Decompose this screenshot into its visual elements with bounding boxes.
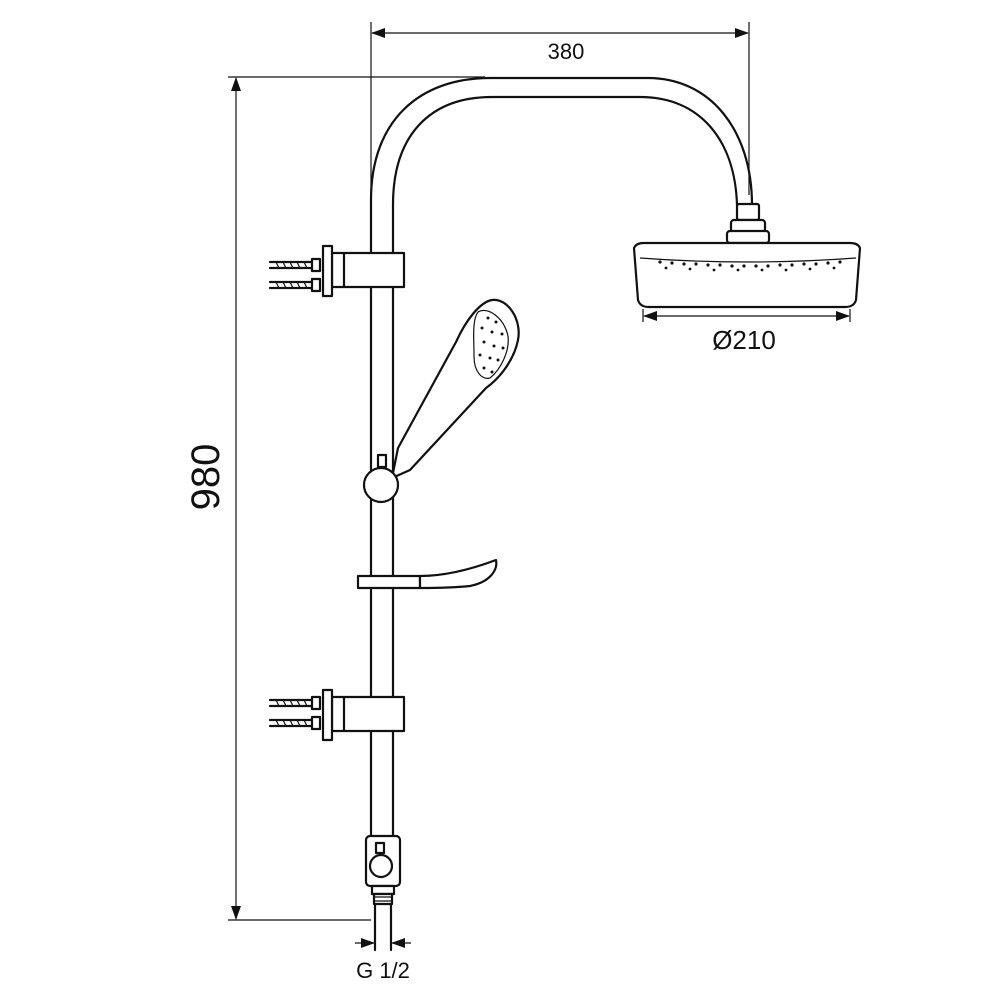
connection-dimension: G 1/2 (355, 938, 411, 983)
head-diameter-label: Ø210 (712, 325, 776, 355)
hand-shower-nozzles (478, 316, 505, 374)
slider-knob (362, 453, 400, 504)
lower-wall-screws (268, 695, 322, 731)
upper-wall-screws (268, 257, 322, 293)
height-label: 980 (184, 444, 228, 511)
connection-label: G 1/2 (356, 958, 410, 983)
head-diameter-dimension: Ø210 (642, 309, 851, 355)
overhead-shower-head (632, 202, 862, 309)
upper-wall-bracket (268, 244, 406, 298)
soap-dish (356, 558, 498, 590)
width-dimension: 380 (370, 22, 750, 380)
riser-pipe (369, 76, 754, 842)
hand-shower (390, 298, 520, 480)
diverter-valve (364, 834, 402, 952)
height-dimension: 980 (184, 76, 485, 921)
nozzle-dots (658, 260, 842, 272)
lower-wall-bracket (268, 688, 406, 742)
width-label: 380 (548, 39, 585, 64)
